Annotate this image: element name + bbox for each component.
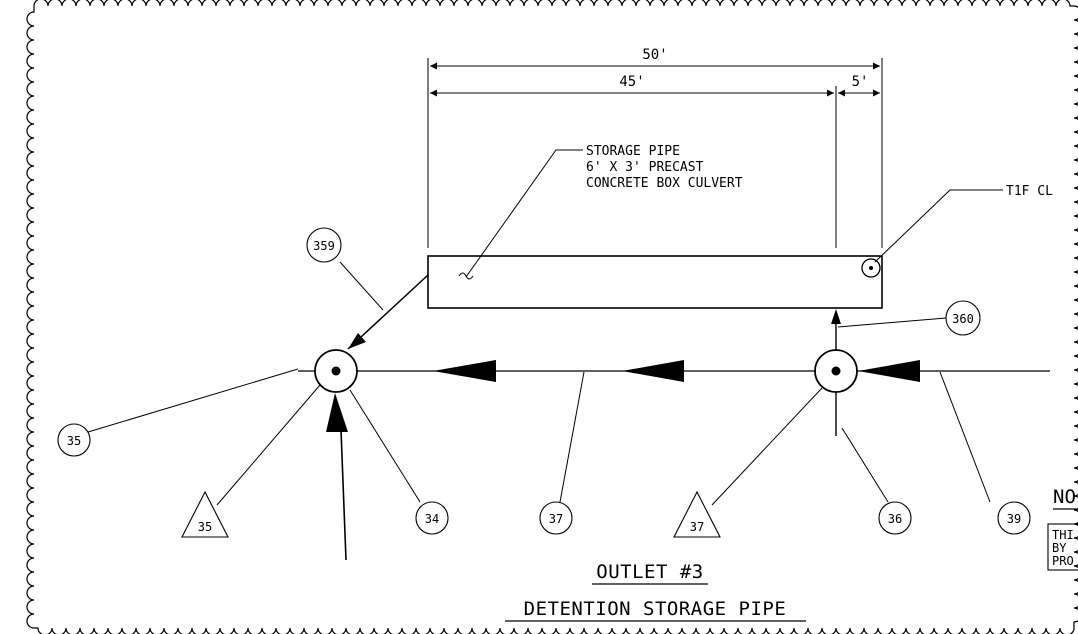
t1f-cleanout-dot	[869, 266, 873, 270]
leader-lines	[87, 261, 991, 506]
revision-cloud-border	[26, 0, 1078, 634]
label-triangle-35	[181, 490, 229, 538]
t1f-leader	[874, 189, 1003, 263]
label-text-37: 37	[549, 512, 563, 526]
label-triangle-text-37: 37	[690, 520, 704, 534]
riser-pipe-arrowhead	[831, 309, 841, 324]
dimension-group	[427, 58, 883, 248]
leader-39	[939, 371, 991, 503]
leader-360	[837, 317, 947, 328]
leader-36	[841, 427, 889, 503]
flow-arrow-1	[433, 360, 496, 382]
storage-pipe-leader	[465, 149, 583, 278]
label-text-360: 360	[952, 312, 974, 326]
notes-heading: NO	[1053, 486, 1076, 508]
manhole-structure-left-center	[331, 366, 341, 376]
label-text-36: 36	[888, 512, 902, 526]
inlet-pipe-bottom	[340, 429, 347, 561]
label-circle-35	[57, 423, 91, 457]
label-circle-360	[945, 300, 981, 336]
callout-squiggle-marker	[458, 272, 474, 280]
drawing-title-line1: OUTLET #3	[596, 561, 703, 583]
inlet-pipe-arrowhead	[326, 393, 348, 432]
storage-pipe-text-3: CONCRETE BOX CULVERT	[586, 176, 743, 191]
leader-37-circle	[559, 371, 585, 503]
label-circle-359	[306, 227, 342, 263]
notes-line-3: PRO	[1052, 554, 1074, 568]
t1f-text: T1F CL	[1006, 184, 1053, 199]
label-text-34: 34	[425, 512, 439, 526]
leader-35-circle	[87, 368, 299, 433]
leader-359	[339, 261, 384, 311]
notes-line-2: BY	[1052, 541, 1067, 555]
dimension-right-label: 5'	[852, 74, 869, 90]
outlet-pipe-to-structure	[347, 274, 429, 350]
outlet-pipe-arrowhead	[348, 333, 366, 349]
label-circle-39	[997, 501, 1031, 535]
notes-box	[1047, 523, 1078, 571]
label-triangle-text-35: 35	[198, 520, 212, 534]
leader-35-triangle	[216, 384, 321, 506]
label-circle-36	[878, 501, 912, 535]
flow-arrow-3	[858, 360, 920, 382]
notes-line-1: THI	[1052, 528, 1074, 542]
label-circle-37	[539, 501, 573, 535]
t1f-cleanout-symbol	[861, 258, 881, 278]
label-text-39: 39	[1007, 512, 1021, 526]
storage-pipe-text-1: STORAGE PIPE	[586, 144, 680, 159]
storage-pipe-text-2: 6' X 3' PRECAST	[586, 160, 704, 175]
dimension-overall-label: 50'	[642, 47, 667, 63]
dimension-left-label: 45'	[619, 74, 644, 90]
storage-pipe-box	[427, 255, 883, 309]
flow-arrow-2	[622, 360, 684, 382]
label-triangle-37	[673, 490, 721, 538]
leader-34	[349, 389, 421, 503]
label-text-359: 359	[313, 239, 335, 253]
leader-37-triangle	[711, 387, 823, 506]
label-text-35: 35	[67, 434, 81, 448]
manhole-structure-right-center	[831, 366, 841, 376]
label-circle-34	[415, 501, 449, 535]
drawing-title-line2: DETENTION STORAGE PIPE	[524, 598, 787, 620]
